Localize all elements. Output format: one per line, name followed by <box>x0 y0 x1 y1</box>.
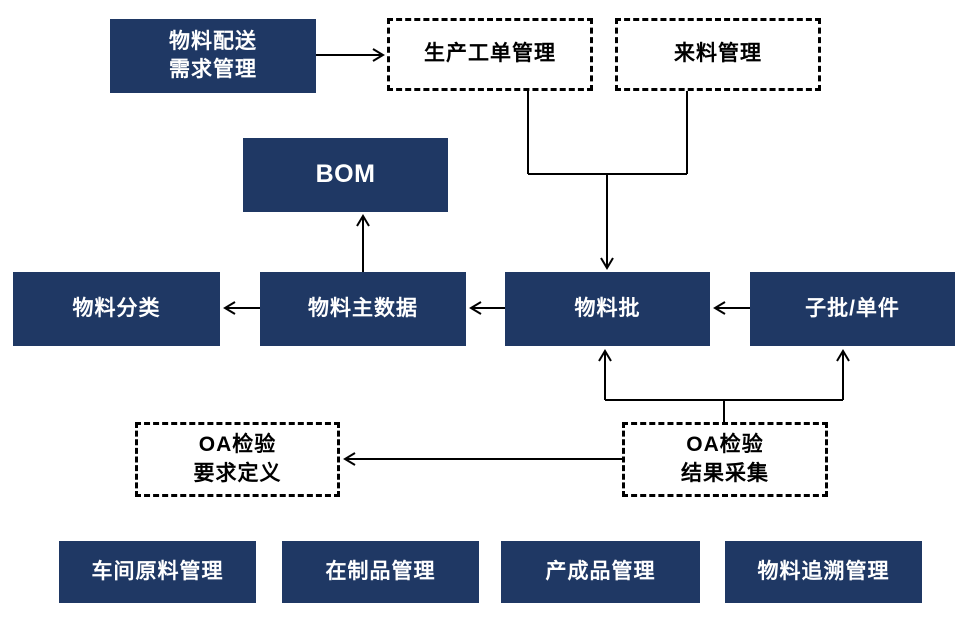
node-material-traceability: 物料追溯管理 <box>725 541 922 603</box>
node-material-dispatch-demand: 物料配送 需求管理 <box>110 19 316 93</box>
node-qa-result-collection: OA检验 结果采集 <box>622 422 828 497</box>
node-label: BOM <box>315 160 376 189</box>
node-label: 来料管理 <box>674 42 762 66</box>
node-finished-goods-management: 产成品管理 <box>501 541 700 603</box>
node-label: OA检验 <box>686 433 764 457</box>
node-label: 要求定义 <box>193 461 282 485</box>
node-incoming-material: 来料管理 <box>615 18 821 91</box>
node-label: 需求管理 <box>169 58 257 81</box>
node-label: 车间原料管理 <box>91 559 224 583</box>
node-workshop-raw-material: 车间原料管理 <box>59 541 256 603</box>
node-label: 物料主数据 <box>308 296 418 320</box>
node-material-category: 物料分类 <box>13 272 220 346</box>
node-material-lot: 物料批 <box>505 272 710 346</box>
node-label: 在制品管理 <box>325 559 436 583</box>
node-production-work-order: 生产工单管理 <box>387 18 593 91</box>
node-label: 物料配送 <box>169 29 257 53</box>
node-wip-management: 在制品管理 <box>282 541 479 603</box>
node-label: OA检验 <box>198 433 277 457</box>
node-label: 产成品管理 <box>545 559 656 583</box>
node-label: 物料分类 <box>72 296 161 320</box>
node-label: 子批/单件 <box>805 296 900 320</box>
node-label: 结果采集 <box>681 461 769 485</box>
node-label: 生产工单管理 <box>424 42 556 66</box>
node-label: 物料追溯管理 <box>757 559 890 583</box>
node-qa-requirement-definition: OA检验 要求定义 <box>135 422 340 497</box>
node-sublot-unit: 子批/单件 <box>750 272 955 346</box>
node-material-master-data: 物料主数据 <box>260 272 466 346</box>
node-label: 物料批 <box>574 296 641 320</box>
node-bom: BOM <box>243 138 448 212</box>
